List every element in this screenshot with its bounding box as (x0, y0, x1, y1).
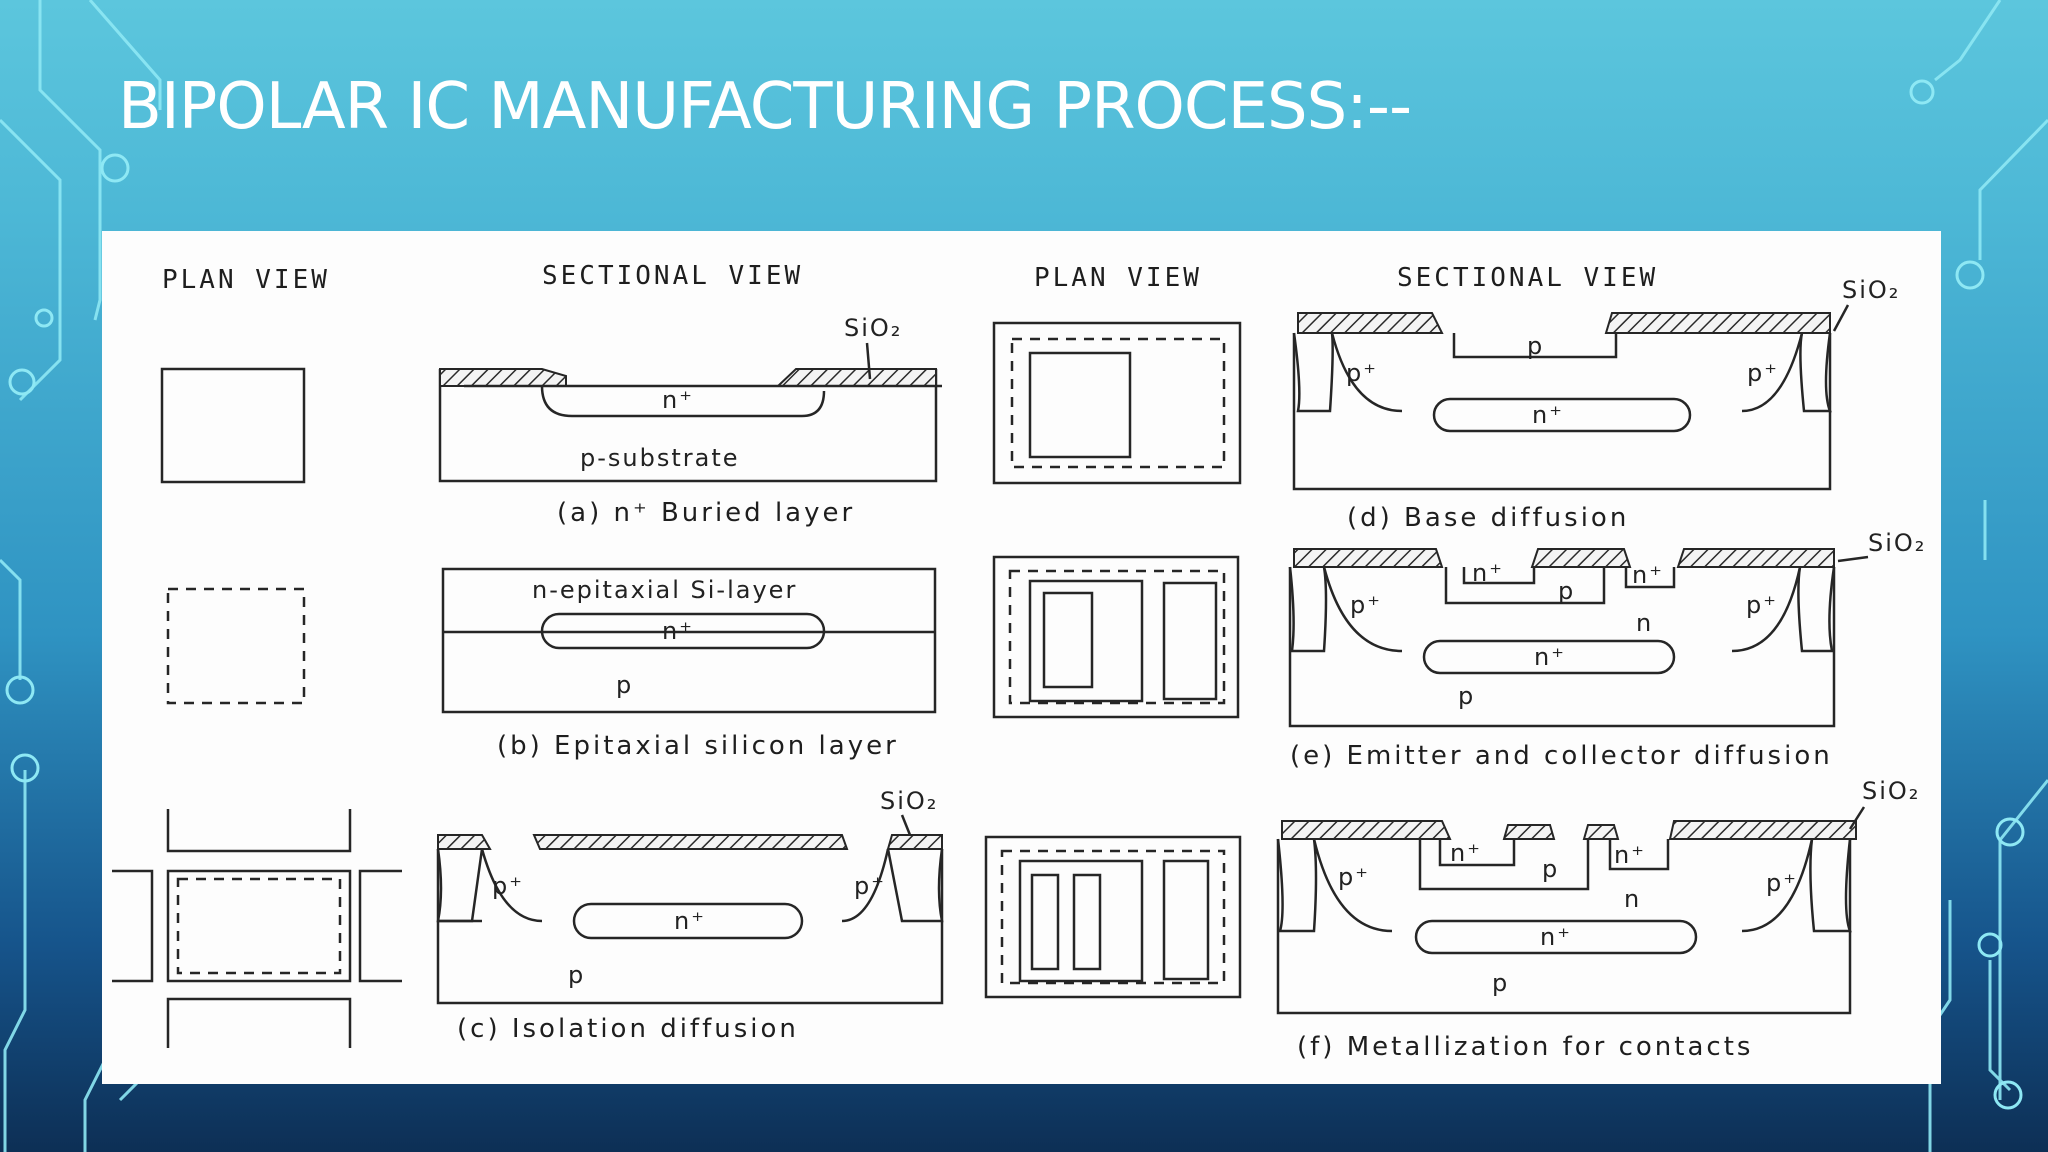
slide-title: BIPOLAR IC MANUFACTURING PROCESS:-- (118, 70, 1412, 144)
label-p-plus-f-right: p⁺ (1766, 869, 1798, 897)
caption-f: (f) Metallization for contacts (1297, 1032, 1753, 1062)
label-n-plus-d: n⁺ (1532, 401, 1564, 429)
label-p-substrate: p-substrate (580, 444, 740, 472)
label-n-e: n (1636, 609, 1653, 637)
label-n-f: n (1624, 885, 1641, 913)
label-p-plus-e-left: p⁺ (1350, 591, 1382, 619)
caption-e: (e) Emitter and collector diffusion (1290, 741, 1833, 771)
plan-view-a (160, 367, 306, 484)
label-n-plus-e: n⁺ (1534, 643, 1566, 671)
section-a-buried-layer: n⁺ p-substrate SiO₂ (438, 314, 942, 483)
plan-view-d (992, 321, 1242, 485)
section-f-metallization: n⁺ n⁺ n⁺ p n p p⁺ p⁺ SiO₂ (1276, 777, 1920, 1015)
label-sio2-e: SiO₂ (1868, 529, 1926, 557)
label-n-plus-e-collector: n⁺ (1632, 561, 1664, 589)
plan-view-b (166, 587, 306, 705)
header-sectional-view-left: SECTIONAL VIEW (542, 261, 803, 291)
label-n-plus-f: n⁺ (1540, 923, 1572, 951)
label-p-plus-f-left: p⁺ (1338, 863, 1370, 891)
plan-view-e (992, 555, 1240, 719)
label-p-plus-e-right: p⁺ (1746, 591, 1778, 619)
label-p-plus-d-left: p⁺ (1346, 359, 1378, 387)
label-p-f: p (1492, 969, 1509, 997)
label-n-plus-e-emitter: n⁺ (1472, 559, 1504, 587)
label-p-plus-c-left: p⁺ (492, 872, 524, 900)
label-n-plus-a: n⁺ (662, 386, 694, 414)
label-p-e: p (1458, 682, 1475, 710)
label-sio2-f: SiO₂ (1862, 777, 1920, 805)
section-c-isolation-diffusion: n⁺ p⁺ p⁺ p SiO₂ (436, 787, 944, 1005)
caption-b: (b) Epitaxial silicon layer (497, 731, 899, 761)
label-p-plus-c-right: p⁺ (854, 872, 886, 900)
section-d-base-diffusion: n⁺ p p⁺ p⁺ SiO₂ (1292, 276, 1900, 491)
label-p-f-base: p (1542, 855, 1559, 883)
section-b-epitaxial-layer: n⁺ n-epitaxial Si-layer p (441, 567, 937, 714)
label-sio2-d: SiO₂ (1842, 276, 1900, 304)
caption-c: (c) Isolation diffusion (457, 1014, 799, 1044)
header-plan-view-right: PLAN VIEW (1034, 263, 1202, 293)
plan-view-c (112, 809, 402, 1048)
label-p-d: p (1527, 332, 1544, 360)
header-sectional-view-right: SECTIONAL VIEW (1397, 263, 1658, 293)
caption-a: (a) n⁺ Buried layer (557, 498, 855, 528)
label-sio2-c: SiO₂ (880, 787, 938, 815)
label-p-plus-d-right: p⁺ (1747, 359, 1779, 387)
label-p-b: p (616, 671, 633, 699)
plan-view-f (984, 835, 1242, 999)
label-n-plus-f-collector: n⁺ (1614, 841, 1646, 869)
label-n-epitaxial: n-epitaxial Si-layer (532, 576, 797, 604)
label-n-plus-c: n⁺ (674, 907, 706, 935)
label-p-c: p (568, 961, 585, 989)
label-n-plus-f-emitter: n⁺ (1450, 839, 1482, 867)
label-sio2-a: SiO₂ (844, 314, 902, 342)
label-n-plus-b: n⁺ (662, 617, 694, 645)
header-plan-view-left: PLAN VIEW (162, 265, 330, 295)
label-p-e-base: p (1558, 577, 1575, 605)
section-e-emitter-collector: n⁺ n⁺ n⁺ p n p p⁺ p⁺ SiO₂ (1288, 529, 1926, 728)
bipolar-ic-process-figure: PLAN VIEW SECTIONAL VIEW PLAN VIEW SECTI… (102, 231, 1941, 1084)
caption-d: (d) Base diffusion (1347, 503, 1629, 533)
